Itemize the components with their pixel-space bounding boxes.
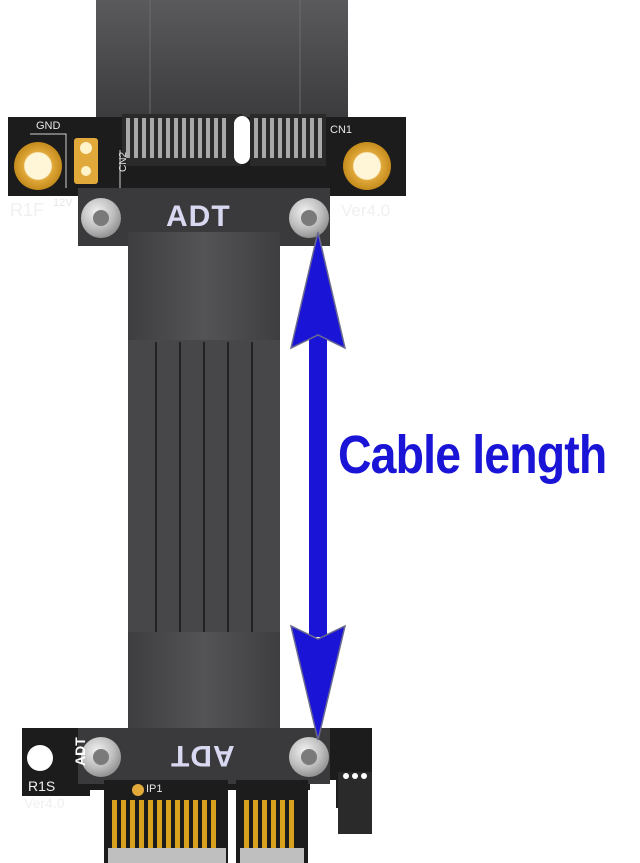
gnd-label: GND xyxy=(36,120,61,132)
double-arrow-icon xyxy=(289,231,347,741)
cn2-label: CN2 xyxy=(118,151,129,172)
ip1-label: IP1 xyxy=(146,783,163,795)
side-brand-label-bottom: ADT xyxy=(72,737,88,766)
version-label-bottom: Ver4.0 xyxy=(24,795,65,811)
mounting-hole-left xyxy=(14,142,62,190)
cn1-label: CN1 xyxy=(330,124,353,136)
mounting-hole-right xyxy=(343,142,391,190)
12v-label: 12V xyxy=(53,197,73,209)
version-label-top: Ver4.0 xyxy=(341,201,391,220)
pcie-slot-connector xyxy=(96,0,348,120)
brand-label-top: ADT xyxy=(166,200,231,233)
gold-fingers xyxy=(112,800,294,848)
mounting-hole-bottom xyxy=(27,745,53,771)
brand-label-bottom: ADT xyxy=(170,739,235,772)
model-label-bottom: R1S xyxy=(28,778,56,794)
screws xyxy=(81,198,329,777)
slot-pins xyxy=(122,114,326,166)
model-label-top: R1F xyxy=(10,200,45,220)
cable-length-label: Cable length xyxy=(338,425,607,485)
bottom-pcb xyxy=(22,728,372,863)
ribbon-cable xyxy=(128,232,280,736)
